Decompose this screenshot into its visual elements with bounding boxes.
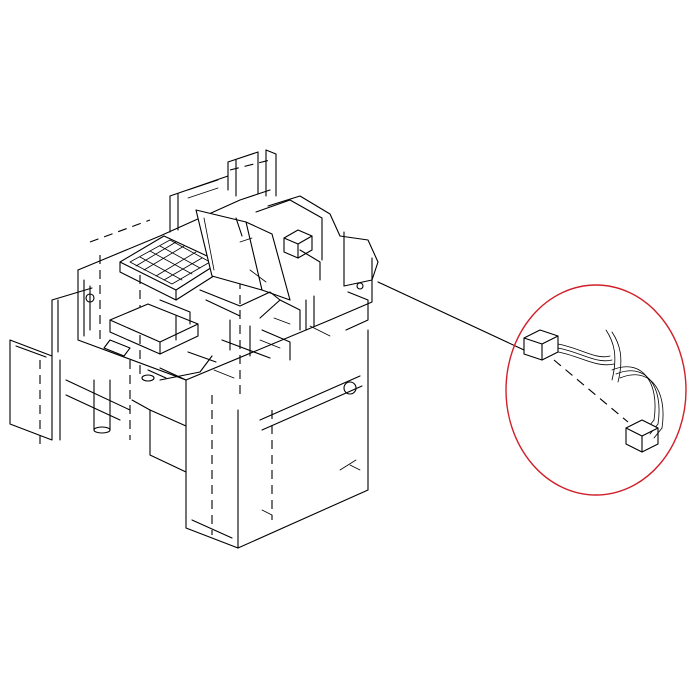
cable-harness-icon [523,329,664,453]
frame-details [85,237,331,379]
lower-body [131,329,369,549]
sensor-housing [283,229,321,281]
printer-maintenance-assembly-icon [9,149,379,549]
cable-axis [553,359,629,423]
support-post [93,379,111,434]
callout [505,284,687,496]
slider-tray [103,299,217,382]
callout-circle [505,284,687,496]
leader-line [377,281,525,351]
cover-flap [195,209,291,301]
pump-unit [199,289,315,361]
top-housing [77,159,379,395]
wire-bundle [557,329,664,439]
left-bracket [9,287,131,445]
connector-top [523,329,559,361]
connector-bottom [625,419,659,453]
rear-frame [169,149,277,233]
